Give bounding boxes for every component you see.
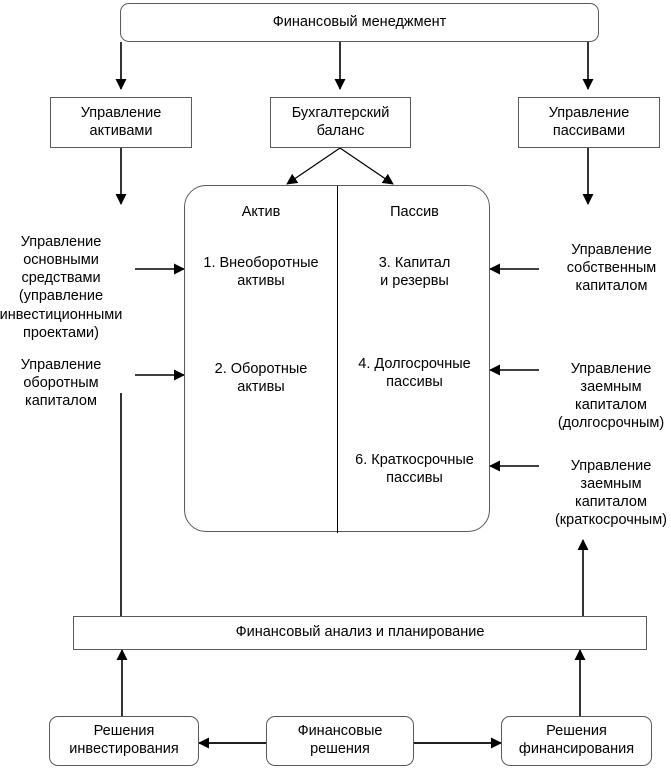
balance-item-asset-1-text: Внеоборотные активы bbox=[219, 255, 319, 290]
balance-item-liability-6-num: 6. bbox=[355, 452, 368, 468]
label-equity-management: Управление собственным капиталом bbox=[539, 241, 671, 295]
node-investment-decisions-label: Решения инвестирования bbox=[69, 723, 179, 757]
label-equity-line-1: Управление bbox=[571, 242, 652, 258]
balance-liability-header-text: Пассив bbox=[390, 204, 439, 220]
node-balance-table[interactable]: Актив Пассив 1. Внеоборотные активы 2. О… bbox=[184, 185, 491, 533]
node-financial-management[interactable]: Финансовый менеджмент bbox=[120, 3, 599, 42]
label-longterm-debt-line-3: капиталом bbox=[575, 397, 647, 414]
connector-left-inputs bbox=[135, 263, 185, 381]
balance-item-liability-4-text: Долгосрочные пассивы bbox=[374, 356, 471, 391]
label-equity-line-3: капиталом bbox=[575, 278, 648, 295]
label-shortterm-debt-line-2: заемным bbox=[580, 476, 642, 493]
balance-item-asset-2-text: Оборотные активы bbox=[230, 361, 308, 396]
label-shortterm-debt-line-3: капиталом bbox=[575, 494, 647, 511]
node-financing-decisions[interactable]: Решения финансирования bbox=[501, 716, 652, 766]
balance-item-liability-4: 4. Долгосрочные пассивы bbox=[338, 355, 491, 391]
balance-item-asset-1-num: 1. bbox=[203, 255, 216, 271]
label-fixed-assets-line-6: проектами) bbox=[23, 324, 99, 341]
balance-column-divider bbox=[337, 186, 338, 533]
node-liability-management-label: Управление пассивами bbox=[548, 104, 630, 139]
balance-item-asset-2: 2. Оборотные активы bbox=[185, 360, 337, 396]
node-asset-management[interactable]: Управление активами bbox=[50, 97, 192, 148]
node-balance-sheet-label: Бухгалтерский баланс bbox=[291, 104, 390, 139]
label-fixed-assets-line-3: средствами bbox=[21, 270, 101, 287]
label-fixed-assets-line-5: инвестиционными bbox=[0, 306, 123, 323]
node-financial-decisions-label: Финансовые решения bbox=[297, 723, 383, 757]
label-shortterm-debt-line-1: Управление bbox=[570, 458, 652, 474]
balance-asset-header: Актив bbox=[185, 203, 337, 221]
node-balance-sheet[interactable]: Бухгалтерский баланс bbox=[270, 97, 411, 148]
connector-balance-fanout bbox=[286, 147, 394, 185]
balance-item-liability-6: 6. Краткосрочные пассивы bbox=[338, 451, 491, 487]
connector-top-distribution bbox=[115, 42, 594, 90]
label-working-capital-line-2: оборотным bbox=[23, 375, 99, 392]
label-longterm-debt-management: Управление заемным капиталом (долгосрочн… bbox=[537, 360, 671, 433]
connector-right-inputs bbox=[489, 263, 539, 472]
label-shortterm-debt-line-4: (краткосрочным) bbox=[554, 512, 668, 529]
node-financial-management-label: Финансовый менеджмент bbox=[272, 13, 447, 30]
label-longterm-debt-line-1: Управление bbox=[570, 361, 652, 377]
node-financing-decisions-label: Решения финансирования bbox=[518, 723, 635, 757]
node-financial-analysis-label: Финансовый анализ и планирование bbox=[235, 624, 485, 641]
label-fixed-assets-management: Управление основными средствами (управле… bbox=[0, 233, 135, 342]
label-working-capital-line-1: Управление bbox=[20, 357, 102, 373]
node-financial-analysis[interactable]: Финансовый анализ и планирование bbox=[73, 616, 647, 650]
label-shortterm-debt-management: Управление заемным капиталом (краткосроч… bbox=[536, 457, 671, 530]
label-working-capital-management: Управление оборотным капиталом bbox=[0, 356, 135, 410]
balance-item-asset-2-num: 2. bbox=[214, 361, 227, 377]
balance-liability-header: Пассив bbox=[338, 203, 491, 221]
label-longterm-debt-line-2: заемным bbox=[580, 379, 642, 396]
node-investment-decisions[interactable]: Решения инвестирования bbox=[49, 716, 199, 766]
label-working-capital-line-3: капиталом bbox=[25, 393, 97, 410]
label-fixed-assets-line-2: основными bbox=[23, 252, 99, 269]
node-financial-decisions[interactable]: Финансовые решения bbox=[266, 716, 414, 766]
balance-item-liability-6-text: Краткосрочные пассивы bbox=[371, 452, 474, 487]
balance-item-liability-3: 3. Капитал и резервы bbox=[338, 254, 491, 290]
label-fixed-assets-line-4: (управление bbox=[18, 288, 104, 305]
balance-asset-header-text: Актив bbox=[241, 204, 281, 220]
node-asset-management-label: Управление активами bbox=[80, 104, 162, 139]
label-longterm-debt-line-4: (долгосрочным) bbox=[557, 415, 665, 432]
balance-item-asset-1: 1. Внеоборотные активы bbox=[185, 254, 337, 290]
balance-item-liability-3-text: Капитал и резервы bbox=[380, 255, 451, 290]
balance-item-liability-3-num: 3. bbox=[378, 255, 391, 271]
label-fixed-assets-line-1: Управление bbox=[20, 234, 102, 250]
node-liability-management[interactable]: Управление пассивами bbox=[518, 97, 660, 148]
label-equity-line-2: собственным bbox=[566, 260, 657, 277]
balance-item-liability-4-num: 4. bbox=[358, 356, 371, 372]
